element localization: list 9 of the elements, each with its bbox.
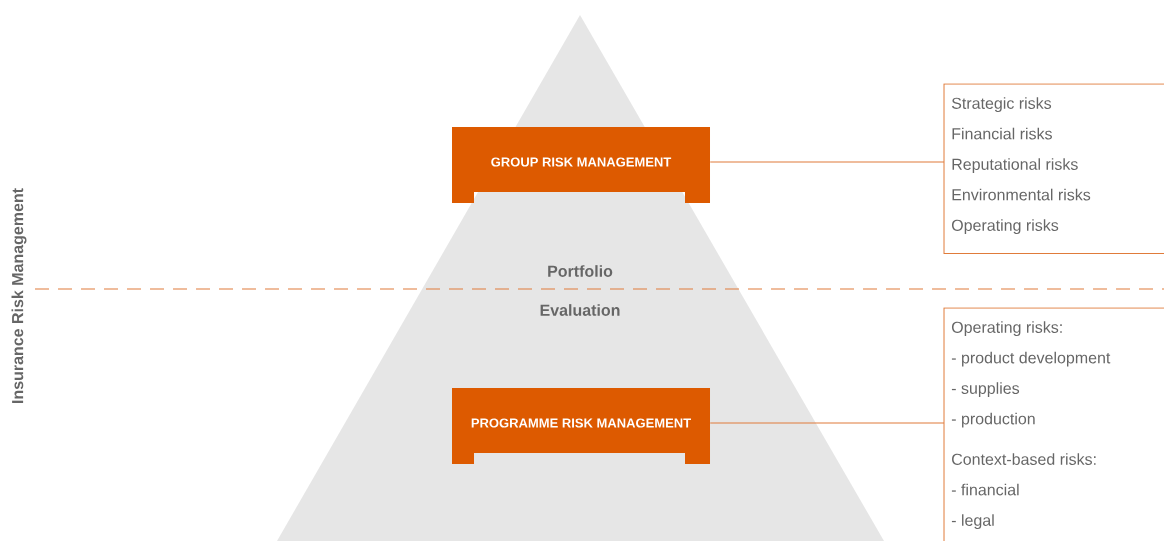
risk-list-box: Operating risks: - product development - supplies - production Context-based risks: - financial - legal — [943, 307, 1164, 541]
connector-line — [709, 422, 945, 424]
risk-list-box: Strategic risks Financial risks Reputational risks Environmental risks Operating risks — [943, 83, 1164, 254]
label-text: Insurance Risk Management — [11, 188, 27, 403]
connector-line — [709, 161, 945, 163]
header-box: PROGRAMME RISK MANAGEMENT — [452, 388, 710, 464]
label-text: Evaluation — [540, 304, 620, 316]
label-text: Portfolio — [548, 265, 613, 277]
header-box: GROUP RISK MANAGEMENT — [452, 127, 710, 203]
